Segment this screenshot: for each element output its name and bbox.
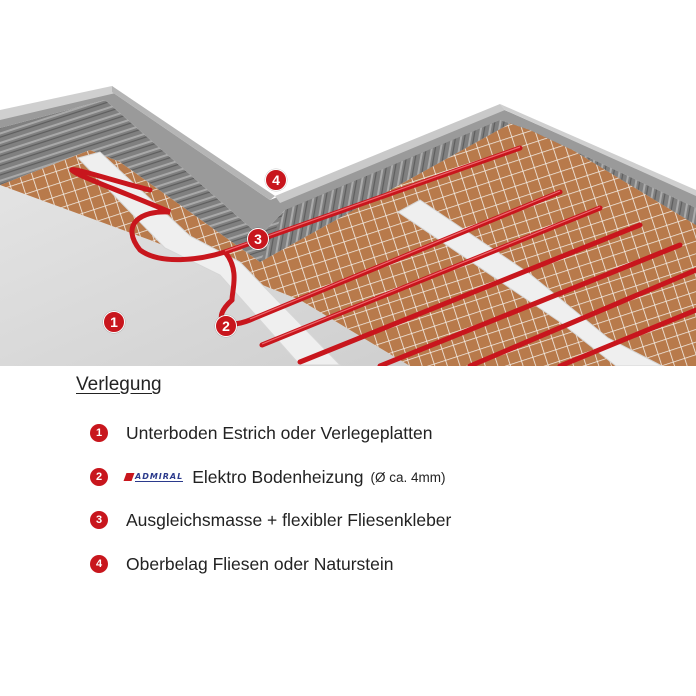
legend-number: 4 [90,555,108,573]
tile-layer [0,86,696,236]
legend-item-3: 3 Ausgleichsmasse + flexibler Fliesenkle… [90,508,451,532]
screed-layer [0,185,410,366]
marker-1: 1 [103,311,125,333]
legend-number: 1 [90,424,108,442]
legend-item-4: 4 Oberbelag Fliesen oder Naturstein [90,552,394,576]
heating-cable [69,145,696,366]
legend-item-2: 2 ADMIRAL Elektro Bodenheizung (Ø ca. 4m… [90,465,445,489]
legend-text: Oberbelag Fliesen oder Naturstein [126,553,394,574]
marker-3: 3 [247,228,269,250]
legend-item-1: 1 Unterboden Estrich oder Verlegeplatten [90,421,432,445]
marker-2: 2 [215,315,237,337]
floor-heating-cross-section [0,86,696,366]
admiral-logo-icon: ADMIRAL [123,472,184,482]
admiral-logo-text: ADMIRAL [135,472,184,482]
admiral-logo-mark [123,473,135,481]
legend-number: 2 [90,468,108,486]
heating-cable-highlight [224,146,601,345]
legend-note: (Ø ca. 4mm) [370,469,446,485]
legend-text: Unterboden Estrich oder Verlegeplatten [126,422,433,443]
legend-title: Verlegung [76,374,162,395]
legend-text: Ausgleichsmasse + flexibler Fliesenklebe… [126,509,452,530]
legend-text: Elektro Bodenheizung [192,466,364,487]
marker-4: 4 [265,169,287,191]
legend-number: 3 [90,511,108,529]
heating-mat [0,118,696,366]
